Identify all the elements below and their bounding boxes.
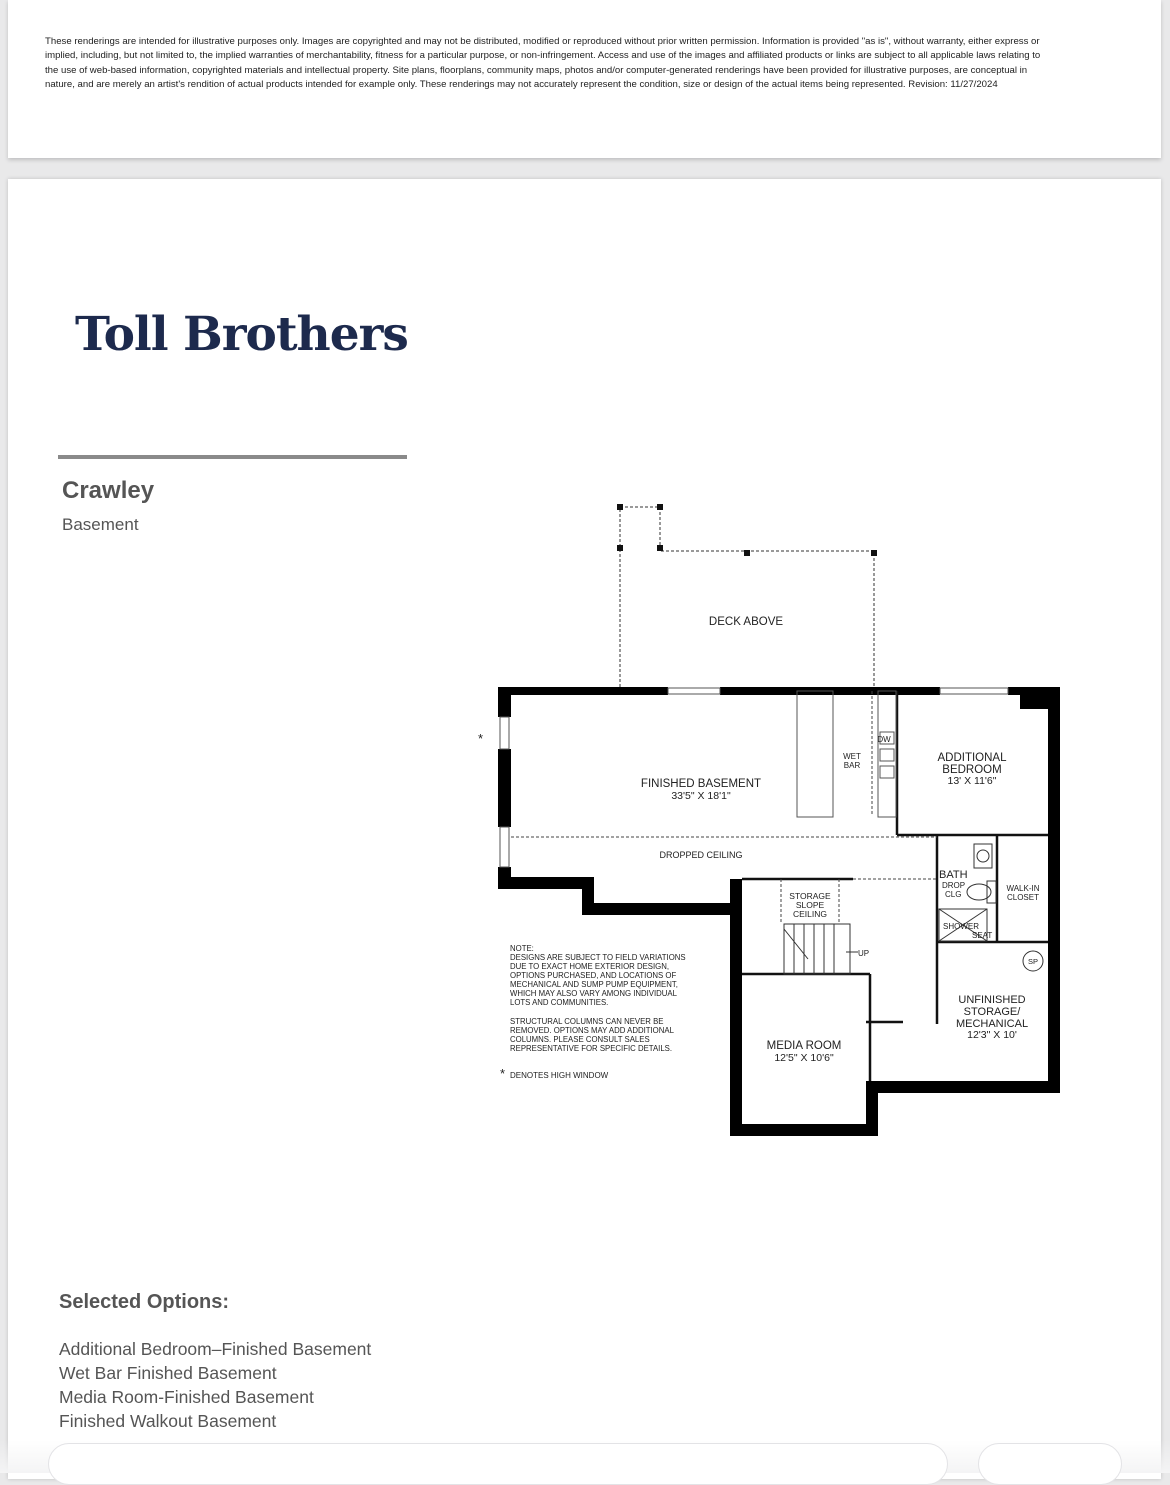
shower-seat-label: SEAT: [972, 931, 992, 940]
unfinished-storage-label: UNFINISHED: [958, 994, 1025, 1006]
list-item: Additional Bedroom–Finished Basement: [59, 1339, 372, 1359]
list-item: Media Room-Finished Basement: [59, 1387, 314, 1407]
exterior-walls: [498, 687, 1060, 1136]
disclaimer-text: These renderings are intended for illust…: [45, 36, 1041, 90]
walk-in-closet-label-2: CLOSET: [1007, 893, 1039, 902]
bath-clg-label: CLG: [945, 890, 961, 899]
stairs: [783, 923, 858, 975]
floor-plan-drawing: DECK ABOVE FINISHED BASEMENT 33'5" X 18'…: [478, 504, 1060, 1136]
note-line: MECHANICAL AND SUMP PUMP EQUIPMENT,: [510, 980, 678, 989]
high-window-asterisk: *: [478, 731, 483, 746]
storage-slope-label-3: CEILING: [793, 909, 827, 919]
note-line: NOTE:: [510, 944, 534, 953]
finished-basement-label: FINISHED BASEMENT: [641, 778, 761, 790]
selected-options-list: Additional Bedroom–Finished Basement Wet…: [59, 1337, 371, 1433]
note-line: STRUCTURAL COLUMNS CAN NEVER BE: [510, 1017, 664, 1026]
address-bar[interactable]: [48, 1443, 948, 1485]
high-window-note: DENOTES HIGH WINDOW: [510, 1071, 609, 1080]
level-name: Basement: [62, 515, 139, 534]
toolbar-button[interactable]: [978, 1443, 1122, 1485]
additional-bedroom-label-2: BEDROOM: [942, 764, 1001, 776]
stairs-up-label: UP: [858, 949, 869, 958]
wet-bar-label-2: BAR: [844, 761, 861, 770]
note-line: OPTIONS PURCHASED, AND LOCATIONS OF: [510, 971, 676, 980]
shower-label: SHOWER: [943, 922, 979, 931]
bath-fixtures: [938, 843, 997, 942]
asterisk-marker: *: [500, 1066, 505, 1081]
list-item: Wet Bar Finished Basement: [59, 1363, 277, 1383]
storage-slope-label-2: SLOPE: [796, 900, 825, 910]
dishwasher-label: DW: [877, 735, 891, 744]
walk-in-closet-label: WALK-IN: [1006, 884, 1039, 893]
wet-bar-counter: [796, 690, 897, 818]
unfinished-storage-label-3: MECHANICAL: [956, 1018, 1028, 1030]
windows: [499, 687, 1009, 868]
bath-drop-label: DROP: [942, 881, 965, 890]
note-line: COLUMNS. PLEASE CONSULT SALES: [510, 1035, 650, 1044]
note-line: DESIGNS ARE SUBJECT TO FIELD VARIATIONS: [510, 953, 686, 962]
additional-bedroom-label: ADDITIONAL: [937, 752, 1007, 764]
selected-options-title: Selected Options:: [59, 1291, 230, 1313]
note-line: WHICH MAY ALSO VARY AMONG INDIVIDUAL: [510, 989, 678, 998]
unfinished-storage-label-2: STORAGE/: [964, 1006, 1022, 1018]
finished-basement-size: 33'5" X 18'1": [671, 790, 731, 802]
home-name: Crawley: [62, 477, 155, 504]
note-line: REPRESENTATIVE FOR SPECIFIC DETAILS.: [510, 1044, 672, 1053]
toll-brothers-logo: Toll Brothers: [75, 307, 409, 362]
dropped-ceiling-lines: [511, 691, 937, 924]
media-room-size: 12'5" X 10'6": [774, 1052, 834, 1064]
note-line: DUE TO EXACT HOME EXTERIOR DESIGN,: [510, 962, 669, 971]
divider: [58, 455, 407, 459]
sump-pump-label: SP: [1028, 957, 1038, 966]
deck-label: DECK ABOVE: [709, 616, 783, 628]
deck-outline: [619, 506, 875, 687]
storage-slope-label: STORAGE: [789, 891, 831, 901]
dropped-ceiling-label: DROPPED CEILING: [659, 850, 742, 860]
list-item: Finished Walkout Basement: [59, 1411, 277, 1431]
bath-label: BATH: [939, 869, 968, 881]
floorplan-page: Toll Brothers Crawley Basement: [8, 179, 1161, 1479]
additional-bedroom-size: 13' X 11'6": [948, 775, 997, 787]
disclaimer-page: These renderings are intended for illust…: [8, 0, 1161, 158]
plan-note: NOTE: DESIGNS ARE SUBJECT TO FIELD VARIA…: [510, 944, 686, 1053]
sump-pump-icon: [1022, 950, 1044, 972]
note-line: LOTS AND COMMUNITIES.: [510, 998, 608, 1007]
unfinished-storage-size: 12'3" X 10': [967, 1029, 1017, 1041]
wet-bar-label: WET: [843, 752, 861, 761]
deck-posts: [617, 504, 877, 556]
media-room-label: MEDIA ROOM: [767, 1040, 842, 1052]
note-line: REMOVED. OPTIONS MAY ADD ADDITIONAL: [510, 1026, 675, 1035]
